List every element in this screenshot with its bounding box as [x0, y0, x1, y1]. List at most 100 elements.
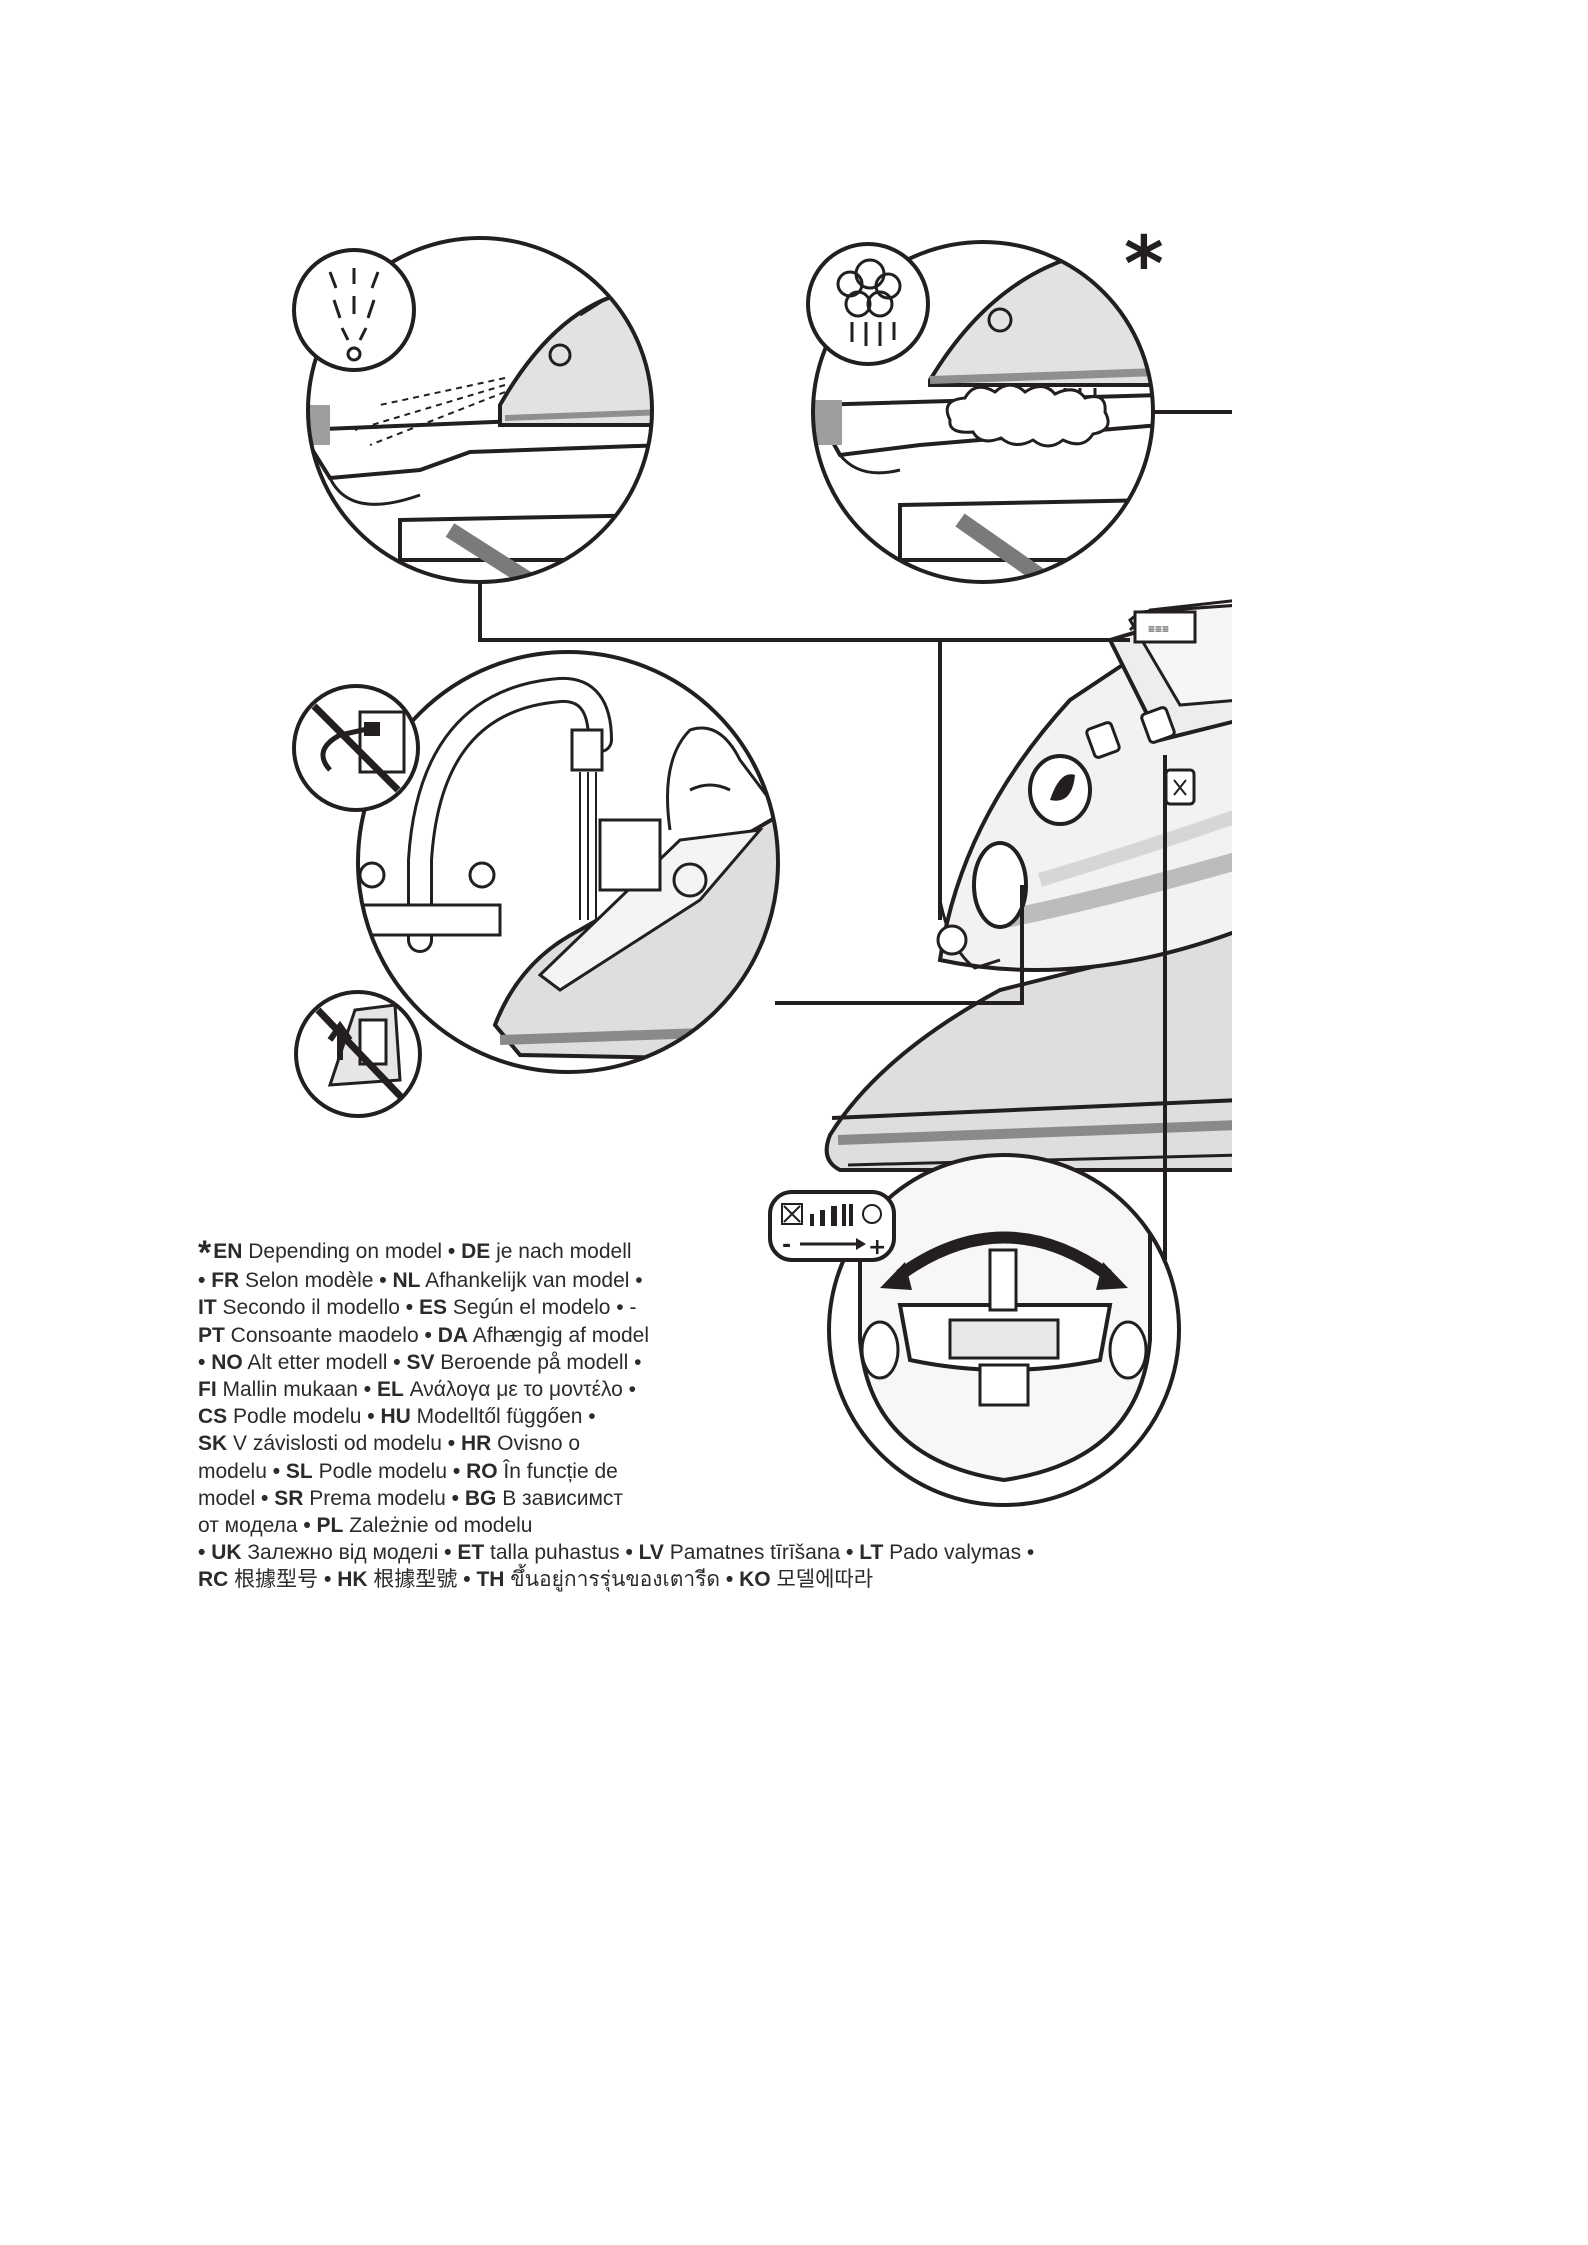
language-text: от модела: [198, 1514, 298, 1538]
language-text: modelu: [198, 1459, 267, 1483]
legend-line: CS Podle modelu • HU Modelltől függően •: [198, 1403, 1098, 1430]
language-text: Podle modelu: [227, 1405, 362, 1429]
legend-asterisk: *: [198, 1234, 212, 1272]
language-code: ET: [457, 1541, 485, 1565]
language-code: NO: [211, 1350, 243, 1374]
legend-line: IT Secondo il modello • ES Según el mode…: [198, 1294, 1098, 1321]
language-code: DA: [437, 1323, 469, 1347]
model-legend: *EN Depending on model • DE je nach mode…: [198, 1236, 1098, 1594]
language-text: Secondo il modello: [216, 1296, 400, 1320]
legend-separator: •: [357, 1378, 377, 1402]
language-code: BG: [464, 1486, 497, 1510]
iron-main: ≡≡≡: [824, 599, 1232, 1172]
steam-minus-label: -: [782, 1233, 791, 1258]
language-text: Podle modelu: [312, 1459, 448, 1483]
language-code: SK: [198, 1432, 228, 1456]
legend-separator: •: [438, 1541, 458, 1565]
language-text: V závislosti od modelu: [227, 1432, 442, 1456]
language-code: SR: [274, 1486, 304, 1510]
language-code: SL: [285, 1459, 313, 1483]
legend-separator: •: [318, 1568, 338, 1592]
language-code: EL: [376, 1378, 404, 1402]
steam-plus-label: +: [868, 1235, 886, 1260]
drop-icon: [1050, 774, 1075, 801]
legend-separator: •: [266, 1459, 286, 1483]
legend-separator: •: [457, 1568, 477, 1592]
language-code: SV: [406, 1350, 435, 1374]
legend-separator: •: [255, 1486, 275, 1510]
language-code: HU: [380, 1405, 411, 1429]
language-code: FI: [198, 1378, 217, 1402]
legend-separator: •: [447, 1459, 467, 1483]
legend-separator: •: [198, 1350, 212, 1374]
language-text: Prema modelu: [303, 1486, 446, 1510]
language-text: 모델에따라: [770, 1568, 874, 1592]
filling-panel: [292, 650, 780, 1118]
language-text: talla puhastus: [484, 1541, 620, 1565]
language-text: Ovisno o: [491, 1432, 581, 1456]
language-code: LV: [638, 1541, 664, 1565]
language-text: Beroende på modell •: [434, 1350, 642, 1374]
legend-separator: •: [297, 1514, 317, 1538]
language-text: Afhankelijk van model •: [420, 1269, 643, 1293]
language-text: 根據型号: [228, 1568, 319, 1592]
legend-line: PT Consoante maodelo • DA Afhængig af mo…: [198, 1322, 1098, 1349]
steam-dial-panel: - +: [768, 1153, 1181, 1507]
legend-separator: •: [720, 1568, 740, 1592]
legend-line: *EN Depending on model • DE je nach mode…: [198, 1236, 1098, 1270]
language-code: EN: [213, 1240, 243, 1263]
legend-separator: •: [840, 1541, 860, 1565]
legend-separator: •: [445, 1486, 465, 1510]
legend-separator: •: [373, 1269, 393, 1293]
language-text: ขึ้นอยู่การรุ่นของเตารีด: [504, 1568, 721, 1592]
language-text: Selon modèle: [239, 1269, 374, 1293]
legend-line: FI Mallin mukaan • EL Ανάλογα με το μοντ…: [198, 1376, 1098, 1403]
lever-prohibited-icon: [294, 990, 422, 1118]
legend-separator: •: [418, 1323, 438, 1347]
legend-separator: •: [198, 1269, 212, 1293]
legend-separator: •: [387, 1350, 407, 1374]
language-code: KO: [739, 1568, 771, 1592]
legend-separator: •: [399, 1296, 419, 1320]
steam-scale-icon: - +: [768, 1190, 896, 1262]
steam-burst-icon: [806, 242, 930, 366]
language-code: PL: [316, 1514, 344, 1538]
legend-line: RC 根據型号 • HK 根據型號 • TH ขึ้นอยู่การรุ่นขอ…: [198, 1566, 1098, 1593]
language-text: Según el modelo • -: [447, 1296, 637, 1320]
language-text: 根據型號: [367, 1568, 458, 1592]
legend-separator: •: [441, 1432, 461, 1456]
legend-line: model • SR Prema modelu • BG В зависимст: [198, 1485, 1098, 1512]
legend-separator: •: [361, 1405, 381, 1429]
language-text: Pamatnes tīrīšana: [663, 1541, 841, 1565]
language-code: HK: [337, 1568, 368, 1592]
legend-line: от модела • PL Zależnie od modelu: [198, 1512, 1098, 1539]
language-code: ES: [418, 1296, 447, 1320]
language-text: Mallin mukaan: [216, 1378, 358, 1402]
language-code: NL: [392, 1269, 421, 1293]
svg-text:≡≡≡: ≡≡≡: [1148, 622, 1169, 636]
language-text: Ανάλογα με το μοντέλο •: [403, 1378, 637, 1402]
language-text: Zależnie od modelu: [343, 1514, 533, 1538]
language-text: Afhængig af model: [468, 1323, 649, 1347]
legend-line: • NO Alt etter modell • SV Beroende på m…: [198, 1349, 1098, 1376]
language-code: UK: [211, 1541, 242, 1565]
language-text: je nach modell: [490, 1240, 632, 1263]
language-text: În funcție de: [497, 1459, 618, 1483]
spray-icon: [292, 248, 416, 372]
language-code: HR: [461, 1432, 492, 1456]
unplug-prohibited-icon: [292, 684, 420, 812]
connector-lines: [478, 582, 1167, 1260]
legend-separator: •: [198, 1541, 212, 1565]
language-text: Pado valymas •: [883, 1541, 1035, 1565]
language-text: Consoante maodelo: [224, 1323, 419, 1347]
language-code: FR: [211, 1269, 240, 1293]
language-code: PT: [198, 1323, 225, 1347]
legend-separator: •: [442, 1240, 462, 1263]
language-code: LT: [859, 1541, 884, 1565]
language-code: CS: [198, 1405, 228, 1429]
legend-line: • FR Selon modèle • NL Afhankelijk van m…: [198, 1267, 1098, 1294]
legend-line: • UK Залежно від моделі • ET talla puhas…: [198, 1539, 1098, 1566]
language-text: Depending on model: [242, 1240, 443, 1263]
language-text: model: [198, 1486, 256, 1510]
